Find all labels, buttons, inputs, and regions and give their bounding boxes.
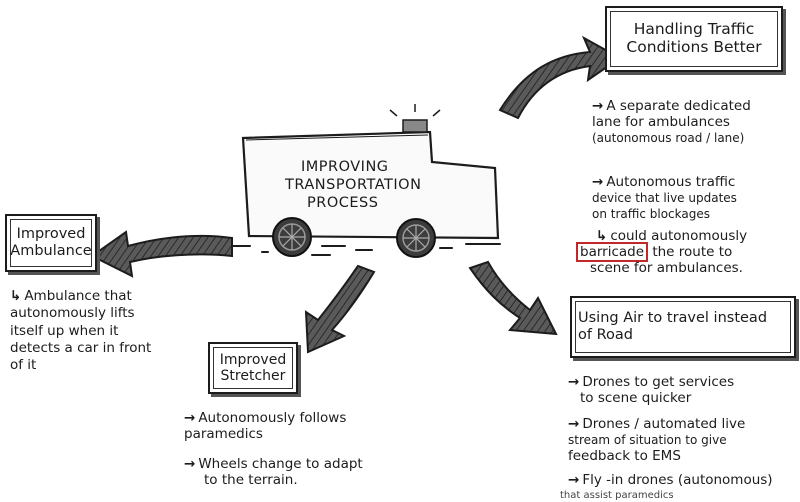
center-title-line: TRANSPORTATION: [285, 177, 422, 194]
air-item-3: →Fly -in drones (autonomous): [568, 472, 798, 488]
bullet-arrow-icon: →: [184, 456, 196, 472]
note-line: that assist paramedics: [560, 490, 674, 501]
note-line: on traffic blockages: [592, 207, 711, 222]
bullet-arrow-icon: →: [592, 174, 604, 190]
note-line: of it: [10, 357, 37, 374]
bullet-arrow-icon: →: [568, 374, 580, 390]
stretcher-title-line: Stretcher: [220, 368, 286, 384]
traffic-box: Handling Traffic Conditions Better: [605, 6, 783, 72]
traffic-item-1: →A separate dedicated lane for ambulance…: [592, 98, 800, 147]
stretcher-item-2: →Wheels change to adapt to the terrain.: [184, 456, 384, 488]
ambulance-title-line: Improved: [16, 226, 86, 243]
bullet-arrow-icon: →: [568, 416, 580, 432]
note-line: feedback to EMS: [568, 448, 681, 465]
motion-lines: [232, 243, 501, 256]
arrow-to-ambulance: [90, 230, 233, 278]
note-line: Autonomously follows: [198, 410, 347, 426]
note-line: Ambulance that: [24, 288, 132, 304]
stretcher-item-1: →Autonomously follows paramedics: [184, 410, 384, 442]
note-line: autonomously lifts: [10, 305, 135, 322]
note-line: paramedics: [184, 426, 263, 443]
note-line: stream of situation to give: [568, 433, 727, 448]
air-item-1: →Drones to get services to scene quicker: [568, 374, 798, 406]
truck-icon: [232, 104, 501, 258]
air-item-2: →Drones / automated live stream of situa…: [568, 416, 798, 465]
air-title-line: of Road: [578, 327, 633, 343]
siren-icon: [402, 119, 428, 133]
air-title-line: Using Air to travel instead: [578, 310, 768, 327]
traffic-title-line: Handling Traffic: [633, 20, 755, 39]
ambulance-note: ↳Ambulance that autonomously lifts itsel…: [10, 288, 195, 374]
note-line: to scene quicker: [580, 390, 692, 407]
note-line: Autonomous traffic: [606, 174, 736, 190]
bullet-arrow-icon: →: [184, 410, 196, 426]
air-cutoff-text: that assist paramedics: [560, 490, 760, 502]
note-line: Wheels change to adapt: [198, 456, 363, 472]
center-title-line: IMPROVING: [301, 159, 389, 175]
note-line: to the terrain.: [204, 472, 298, 489]
bullet-arrow-icon: →: [568, 472, 580, 488]
wheel-icon: [272, 217, 312, 257]
center-title: IMPROVING TRANSPORTATION PROCESS: [285, 158, 465, 212]
note-line: scene for ambulances.: [590, 260, 743, 277]
note-line: itself up when it: [10, 322, 119, 339]
wheel-icon: [396, 218, 436, 258]
arrow-to-stretcher: [304, 264, 376, 354]
note-line: Drones / automated live: [582, 416, 746, 432]
note-line: A separate dedicated: [606, 98, 751, 114]
ambulance-title-line: Ambulance: [10, 243, 92, 259]
traffic-item-2: →Autonomous traffic device that live upd…: [592, 174, 800, 223]
traffic-sub-item: ↳could autonomously barricade the route …: [576, 228, 800, 277]
barricade-highlight: barricade: [576, 242, 649, 263]
note-line: (autonomous road / lane): [592, 131, 745, 146]
note-line: Fly -in drones (autonomous): [582, 472, 773, 488]
note-line: could autonomously: [610, 228, 748, 244]
note-line: the route to: [652, 244, 733, 261]
sub-bullet-icon: ↳: [596, 228, 608, 244]
arrow-to-air: [468, 260, 558, 336]
bullet-arrow-icon: →: [592, 98, 604, 114]
stretcher-box: Improved Stretcher: [208, 342, 298, 394]
ambulance-box: Improved Ambulance: [5, 214, 97, 272]
traffic-title-line: Conditions Better: [626, 38, 762, 56]
center-title-line: PROCESS: [307, 195, 379, 212]
note-line: detects a car in front: [10, 339, 152, 356]
note-line: Drones to get services: [582, 374, 735, 390]
note-line: lane for ambulances: [592, 114, 730, 131]
note-line: device that live updates: [592, 191, 737, 206]
air-box: Using Air to travel instead of Road: [570, 296, 796, 358]
sub-bullet-icon: ↳: [10, 288, 22, 304]
stretcher-title-line: Improved: [219, 351, 287, 368]
